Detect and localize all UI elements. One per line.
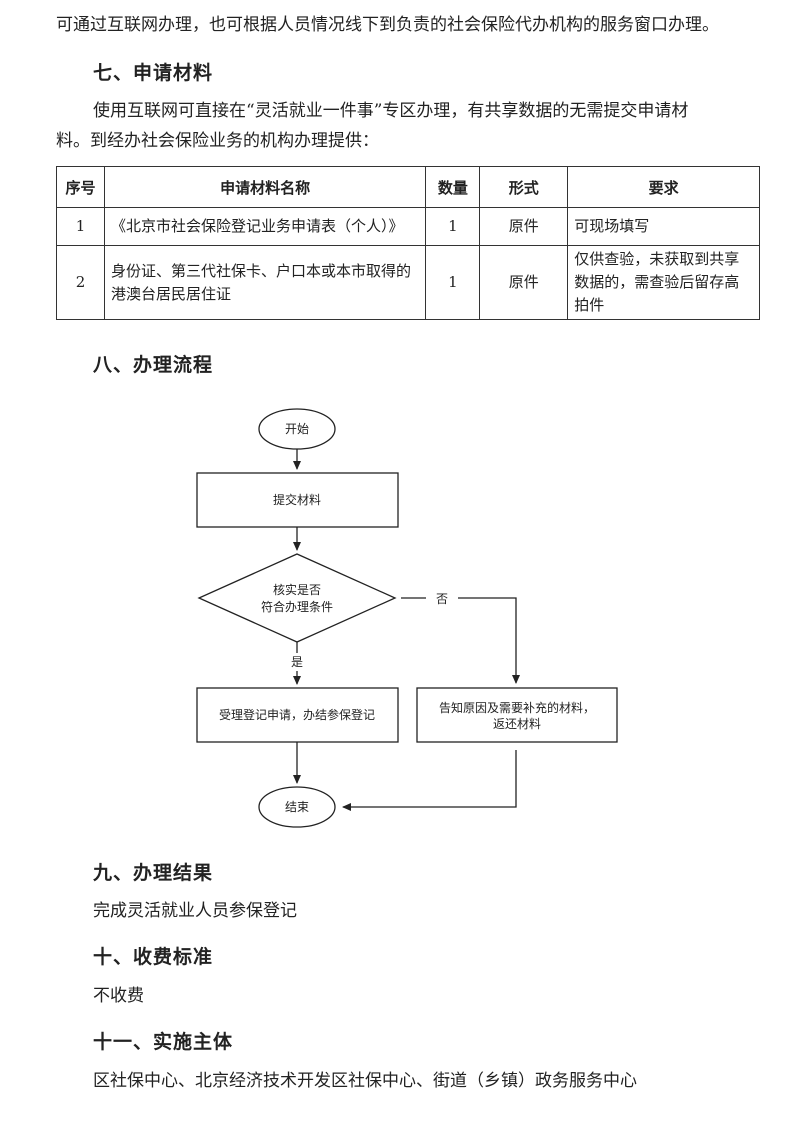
row-1-requirement: 可现场填写 (567, 207, 760, 246)
check-label-line1: 核实是否 (273, 582, 321, 597)
header-form: 形式 (479, 166, 569, 208)
reject-label-line1: 告知原因及需要补充的材料， (439, 700, 595, 715)
row-2-requirement: 仅供查验，未获取到共享数据的，需查验后留存高拍件 (567, 245, 760, 320)
header-material-name: 申请材料名称 (103, 166, 427, 208)
row-1-form: 原件 (479, 207, 569, 246)
submit-label: 提交材料 (273, 492, 321, 507)
process-flowchart: 开始 提交材料 核实是否 符合办理条件 否 是 受理登记申请，办结参保登记 告知… (196, 408, 618, 828)
table-row: 2 身份证、第三代社保卡、户口本或本市取得的港澳台居民居住证 1 原件 仅供查验… (56, 245, 760, 320)
header-quantity: 数量 (425, 166, 481, 208)
table-row: 1 《北京市社会保险登记业务申请表（个人）》 1 原件 可现场填写 (56, 207, 760, 246)
intro-text: 可通过互联网办理，也可根据人员情况线下到负责的社会保险代办机构的服务窗口办理。 (56, 15, 719, 35)
header-index: 序号 (56, 166, 105, 208)
section-7-para-line2: 料。到经办社会保险业务的机构办理提供： (56, 131, 379, 151)
section-10-text: 不收费 (93, 986, 144, 1006)
start-label: 开始 (285, 422, 309, 436)
section-9-text: 完成灵活就业人员参保登记 (93, 901, 297, 921)
section-11-text: 区社保中心、北京经济技术开发区社保中心、街道（乡镇）政务服务中心 (93, 1071, 637, 1091)
section-11-title: 十一、实施主体 (93, 1031, 234, 1053)
header-requirement: 要求 (567, 166, 760, 208)
row-1-index: 1 (56, 207, 105, 246)
row-2-index: 2 (56, 245, 105, 320)
section-7-para-line1: 使用互联网可直接在“灵活就业一件事”专区办理，有共享数据的无需提交申请材 (93, 101, 689, 121)
row-2-quantity: 1 (425, 245, 481, 320)
yes-label: 是 (291, 655, 303, 669)
section-8-title: 八、办理流程 (93, 354, 214, 376)
no-label: 否 (436, 592, 448, 606)
section-9-title: 九、办理结果 (93, 862, 214, 884)
materials-table: 序号 申请材料名称 数量 形式 要求 1 《北京市社会保险登记业务申请表（个人）… (56, 166, 760, 320)
arrow-reject-end (342, 750, 517, 811)
accept-node (196, 687, 399, 743)
reject-label-line2: 返还材料 (493, 717, 541, 731)
reject-node (416, 687, 618, 743)
end-node (258, 786, 336, 828)
row-1-name: 《北京市社会保险登记业务申请表（个人）》 (103, 207, 427, 246)
row-1-quantity: 1 (425, 207, 481, 246)
section-10-title: 十、收费标准 (93, 946, 214, 968)
accept-label: 受理登记申请，办结参保登记 (219, 707, 375, 722)
table-header-row: 序号 申请材料名称 数量 形式 要求 (56, 166, 760, 208)
row-2-name: 身份证、第三代社保卡、户口本或本市取得的港澳台居民居住证 (103, 245, 427, 320)
row-2-form: 原件 (479, 245, 569, 320)
submit-node (196, 472, 399, 528)
end-label: 结束 (285, 800, 309, 814)
check-label-line2: 符合办理条件 (261, 599, 333, 614)
section-7-title: 七、申请材料 (93, 62, 214, 84)
arrow-check-reject (401, 597, 520, 684)
check-decision-node (197, 553, 397, 643)
